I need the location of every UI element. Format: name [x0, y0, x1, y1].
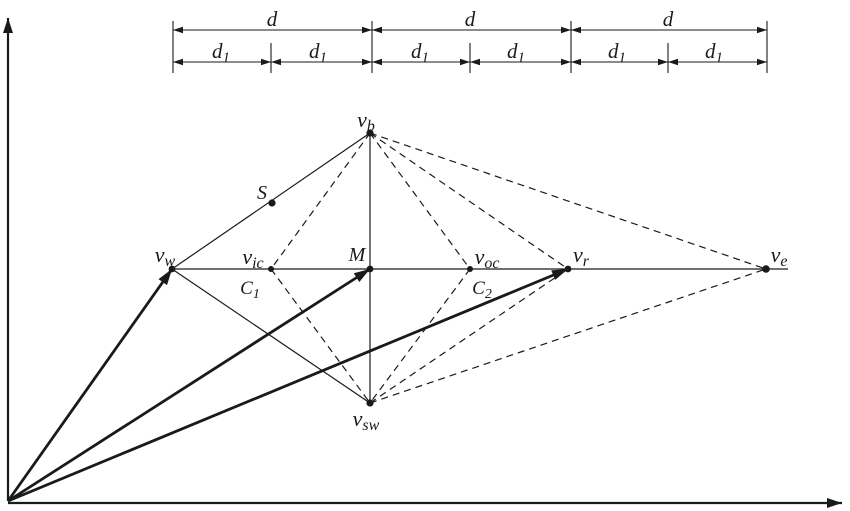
dim-d1-seg3-arrowhead	[460, 58, 470, 66]
label-d1-1: d1	[212, 39, 230, 66]
dim-d1-seg1-arrowhead	[261, 58, 271, 66]
dim-d-seg3-arrowhead	[571, 26, 581, 34]
point-voc	[467, 266, 473, 272]
point-ve	[762, 265, 770, 273]
label-m: M	[348, 244, 367, 266]
point-vsw	[366, 399, 374, 407]
label-d1-5: d1	[608, 39, 626, 66]
label-c2: C2	[472, 278, 492, 302]
label-voc: voc	[475, 244, 500, 272]
point-vr	[564, 265, 572, 273]
dim-d-seg1-arrowhead	[173, 26, 183, 34]
vector-origin-to-m	[7, 267, 371, 503]
dim-d1-seg4-arrowhead	[561, 58, 571, 66]
dash-vb-vic	[270, 132, 371, 270]
dim-d1-seg6-arrowhead	[757, 58, 767, 66]
dim-d1-seg1-arrowhead	[173, 58, 183, 66]
dim-d1-seg2-arrowhead	[362, 58, 372, 66]
dash-vsw-ve	[369, 268, 767, 404]
dim-d-seg2-arrowhead	[561, 26, 571, 34]
label-ve: ve	[771, 242, 788, 270]
dim-d1-seg5-arrowhead	[571, 58, 581, 66]
label-c1: C1	[240, 278, 260, 302]
label-d1-3: d1	[411, 39, 429, 66]
dash-vb-voc	[369, 132, 471, 270]
y-axis-arrowhead	[3, 18, 13, 33]
dim-d-seg2-arrowhead	[372, 26, 382, 34]
line-vw-vsw	[171, 268, 371, 404]
label-s: S	[257, 182, 267, 204]
point-vb	[366, 129, 374, 137]
point-vic	[268, 266, 274, 272]
dim-d1-seg3-arrowhead	[372, 58, 382, 66]
dim-d-seg1-arrowhead	[362, 26, 372, 34]
dash-voc-vsw	[369, 268, 471, 404]
vector-origin-to-vw-arrowhead	[158, 269, 172, 286]
vector-origin-to-m-arrowhead	[353, 269, 370, 283]
dim-d1-seg2-arrowhead	[271, 58, 281, 66]
dim-d1-seg4-arrowhead	[470, 58, 480, 66]
label-vic: vic	[242, 244, 263, 272]
point-s	[268, 199, 276, 207]
dim-d1-seg6-arrowhead	[668, 58, 678, 66]
label-d1-4: d1	[507, 39, 525, 66]
label-d-1: d	[267, 7, 278, 31]
dash-vb-ve	[369, 132, 767, 270]
dash-vsw-vr	[369, 268, 569, 404]
x-axis-arrowhead	[827, 498, 842, 508]
label-vw: vw	[155, 242, 176, 270]
dash-vic-vsw	[270, 268, 371, 404]
dash-vb-vr	[369, 132, 569, 270]
point-m	[366, 265, 374, 273]
label-vr: vr	[573, 242, 590, 270]
vector-origin-to-vr	[7, 267, 569, 503]
point-vw	[168, 265, 176, 273]
label-vsw: vsw	[353, 406, 380, 434]
label-d-2: d	[465, 7, 476, 31]
vector-origin-to-vw	[6, 268, 174, 502]
label-vb: vb	[357, 107, 375, 135]
label-d1-6: d1	[705, 39, 723, 66]
dim-d1-seg5-arrowhead	[658, 58, 668, 66]
dim-d-seg3-arrowhead	[757, 26, 767, 34]
label-d1-2: d1	[309, 39, 327, 66]
label-d-3: d	[663, 7, 674, 31]
